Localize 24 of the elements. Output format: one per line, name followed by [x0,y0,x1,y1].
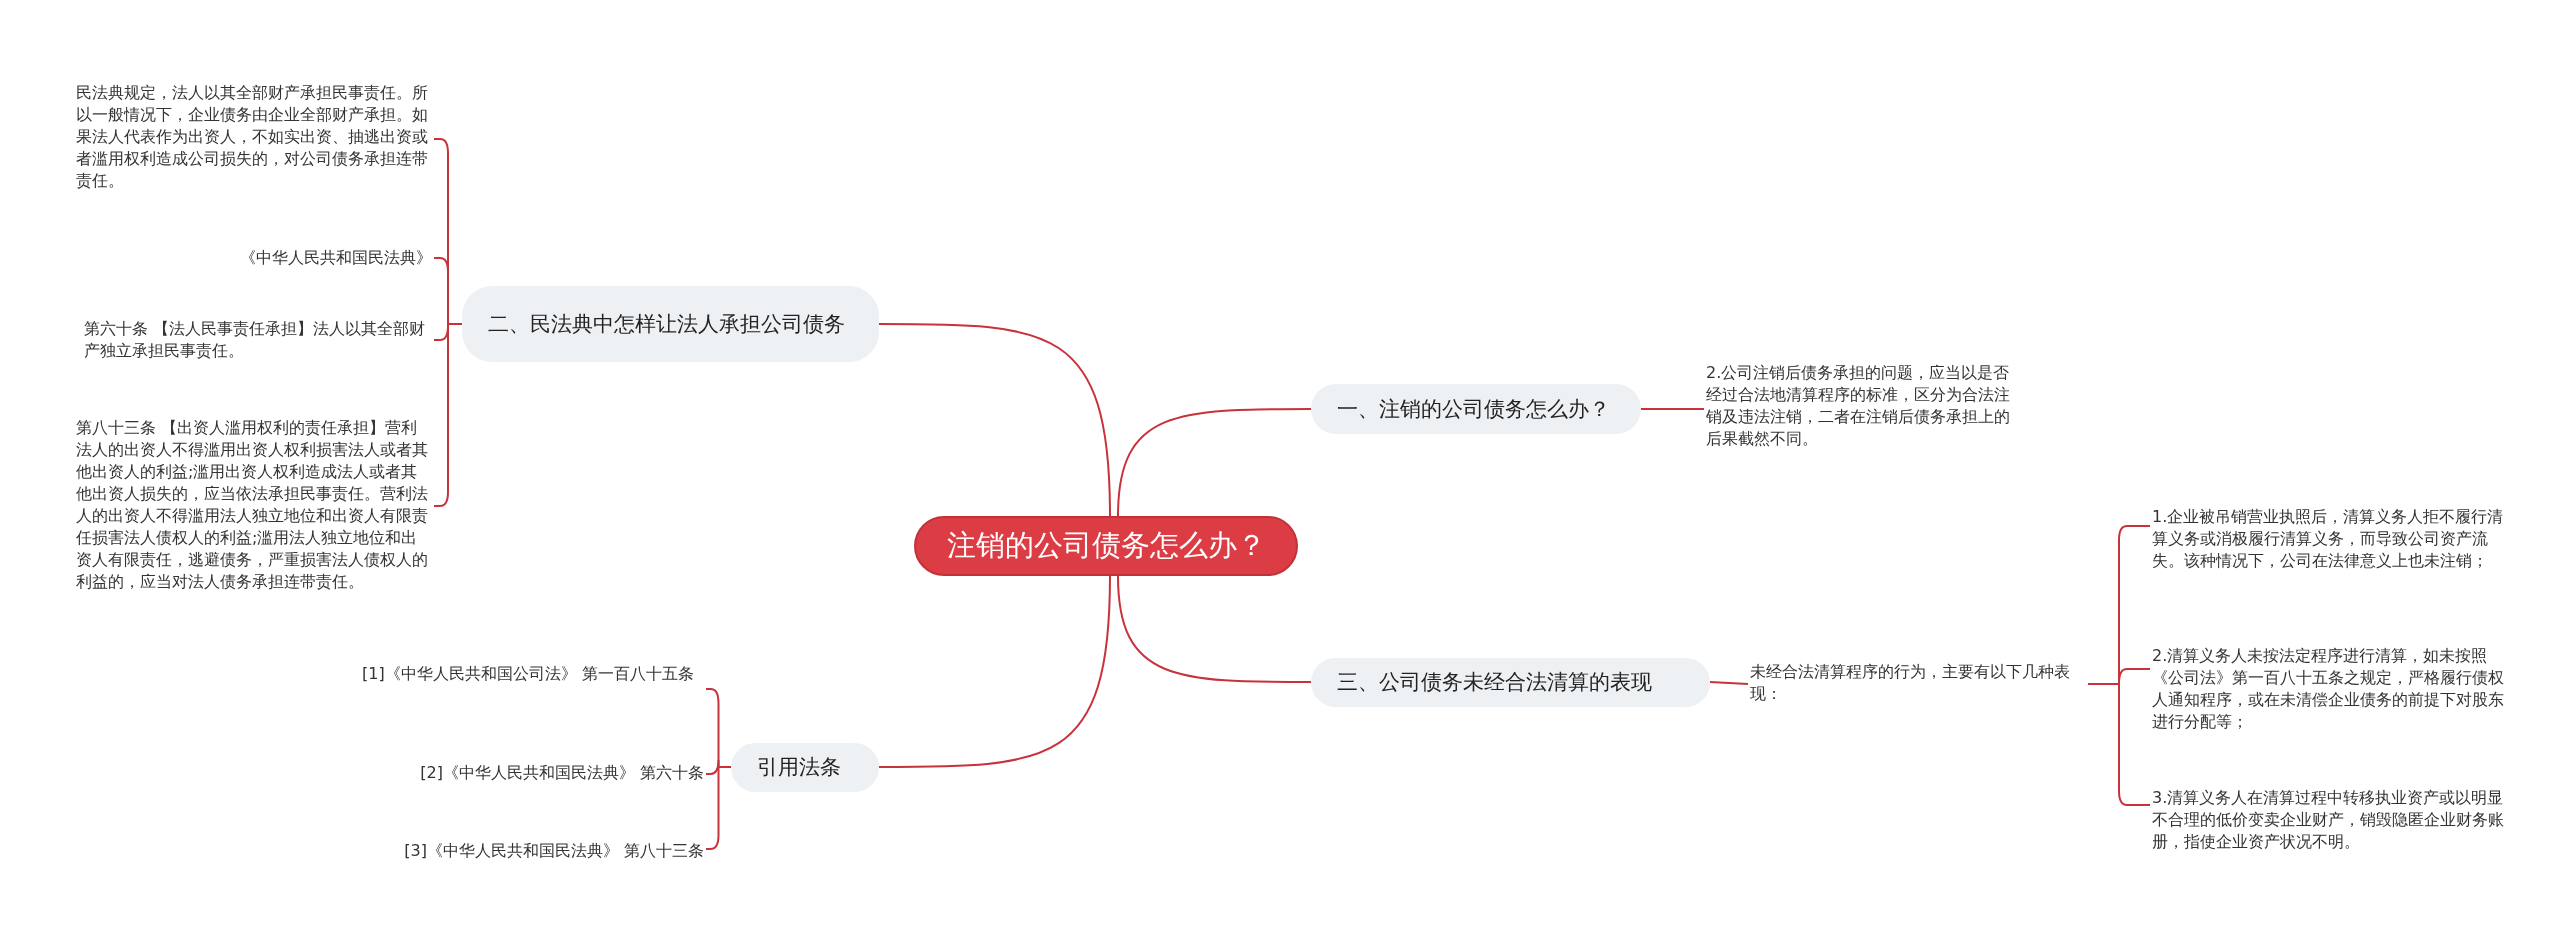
topic-box: 三、公司债务未经合法清算的表现 [1311,658,1710,707]
connector-line [705,766,732,850]
connector-line [1117,408,1312,517]
note-text: 《中华人民共和国民法典》 [150,247,434,269]
connector-line [878,575,1111,768]
note-text: 2.公司注销后债务承担的问题，应当以是否经过合法地清算程序的标准，区分为合法注销及违法注销，二者在注销后债务承担上的后果截然不同。 [1704,362,2020,450]
topic-box: 一、注销的公司债务怎么办？ [1311,384,1641,434]
central-topic-box: 注销的公司债务怎么办？ [914,516,1298,576]
topic-box: 二、民法典中怎样让法人承担公司债务 [462,286,879,362]
note-text: [1]《中华人民共和国公司法》 第一百八十五条 [360,663,706,685]
note-text: 1.企业被吊销营业执照后，清算义务人拒不履行清算义务或消极履行清算义务，而导致公司资产流失。该种情况下，公司在法律意义上也未注销； [2150,506,2518,572]
note-text: 2.清算义务人未按法定程序进行清算，如未按照《公司法》第一百八十五条之规定，严格履行债权人通知程序，或在未清偿企业债务的前提下对股东进行分配等； [2150,645,2518,733]
note-text: [2]《中华人民共和国民法典》 第六十条 [380,762,706,784]
topic-box: 引用法条 [731,743,879,792]
connector-line [1709,681,1749,685]
connector-line [878,323,1111,517]
note-text: [3]《中华人民共和国民法典》 第八十三条 [360,840,706,862]
note-text: 第六十条 【法人民事责任承担】法人以其全部财产独立承担民事责任。 [82,318,434,362]
note-text: 第八十三条 【出资人滥用权利的责任承担】营利法人的出资人不得滥用出资人权利损害法人或者其他出资人的利益;滥用出资人权利造成法人或者其他出资人损失的，应当依法承担民事责任。营利法人的出资人不得滥用法人独立地位和出资人有限责任损害法人债权人的利益;滥用法人独立地位和出资人有限责任，逃避债务，严重损害法人债权人的利益的，应当对法人债务承担连带责任。 [74,417,434,593]
connector-line [1117,575,1312,683]
note-text: 未经合法清算程序的行为，主要有以下几种表现： [1748,661,2088,705]
note-text: 民法典规定，法人以其全部财产承担民事责任。所以一般情况下，企业债务由企业全部财产承担。如果法人代表作为出资人，不如实出资、抽逃出资或者滥用权利造成公司损失的，对公司债务承担连带责任。 [74,82,434,192]
connector-line [1640,408,1705,410]
note-text: 3.清算义务人在清算过程中转移执业资产或以明显不合理的低价变卖企业财产，销毁隐匿企业财务账册，指使企业资产状况不明。 [2150,787,2518,853]
